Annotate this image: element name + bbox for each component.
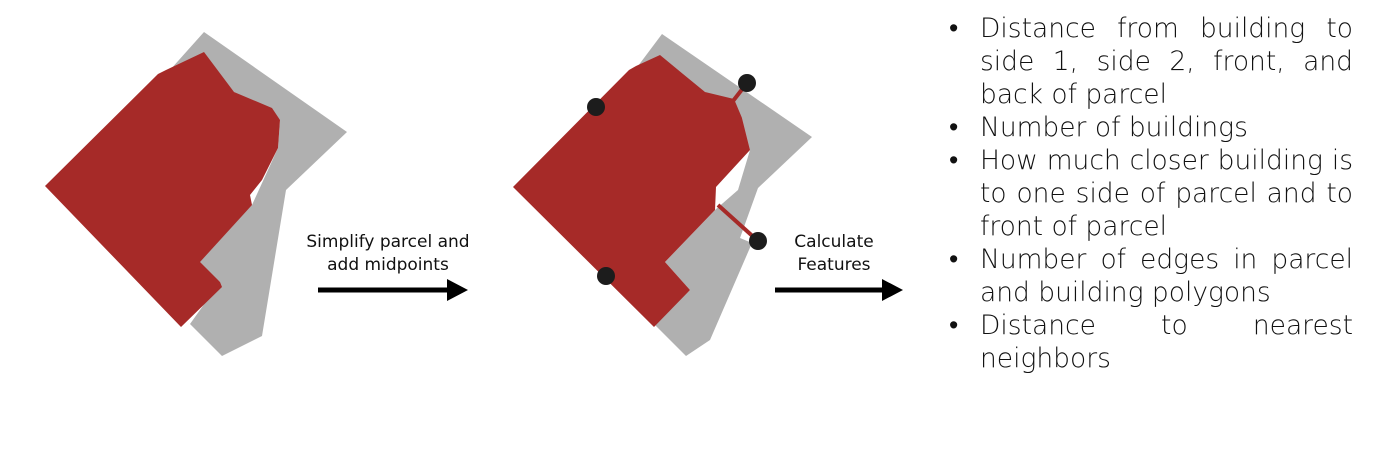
simplify-label-line1: Simplify parcel and — [306, 232, 469, 252]
midpoint-marker-right — [749, 232, 767, 250]
simplified-building-polygon — [513, 55, 750, 327]
simplify-step: Simplify parcel and add midpoints — [306, 232, 470, 301]
feature-item-closeness: How much closer building is to one side … — [945, 144, 1353, 243]
midpoint-marker-top-right — [738, 74, 756, 92]
calculate-label-line2: Features — [797, 255, 870, 275]
feature-item-nearest-neighbors: Distance to nearest neighbors — [945, 309, 1353, 375]
feature-item-number-of-edges: Number of edges in parcel and building p… — [945, 243, 1353, 309]
simplify-label-line2: add midpoints — [327, 255, 449, 275]
calculate-label-line1: Calculate — [794, 232, 873, 252]
feature-list: Distance from building to side 1, side 2… — [945, 12, 1353, 375]
original-parcel-group — [45, 32, 347, 356]
simplified-parcel-group — [513, 34, 812, 356]
midpoint-marker-bottom — [597, 267, 615, 285]
original-parcel-polygon — [170, 32, 347, 356]
simplify-arrow-head — [447, 279, 468, 301]
feature-item-number-of-buildings: Number of buildings — [945, 111, 1353, 144]
midpoint-marker-top-left — [587, 98, 605, 116]
parcel-diagram: Simplify parcel and add midpoints Calcul… — [45, 32, 903, 356]
original-building-polygon — [45, 52, 280, 327]
feature-item-distance-to-sides: Distance from building to side 1, side 2… — [945, 12, 1353, 111]
calculate-step: Calculate Features — [775, 232, 903, 301]
calculate-arrow-head — [882, 279, 903, 301]
simplified-parcel-polygon — [635, 34, 812, 356]
